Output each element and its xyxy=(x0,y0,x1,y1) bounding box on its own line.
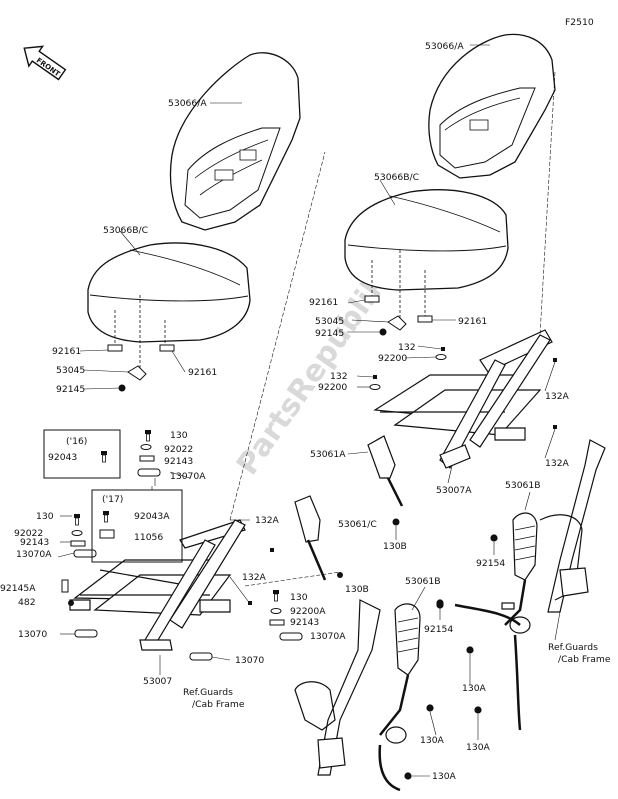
label-92154-m: 92154 xyxy=(424,624,453,635)
label-130a-r: 130A xyxy=(462,683,487,694)
label-92043a: 92043A xyxy=(134,511,170,522)
label-92161-l2: 92161 xyxy=(188,367,217,378)
right-cab-frame xyxy=(539,439,606,613)
label-482: 482 xyxy=(18,597,36,608)
label-92143-m: 92143 xyxy=(290,617,319,628)
year-17-box xyxy=(91,489,183,563)
label-53066bc-right: 53066B/C xyxy=(374,172,419,183)
label-53045-r: 53045 xyxy=(315,316,344,327)
label-53066a-right: 53066/A xyxy=(425,41,464,52)
center-retractor xyxy=(378,599,444,792)
label-92200-r1: 92200 xyxy=(378,353,407,364)
label-130a-r2: 130A xyxy=(466,742,491,753)
label-92145-r: 92145 xyxy=(315,328,344,339)
label-92145-l: 92145 xyxy=(56,384,85,395)
label-92022-l2: 92022 xyxy=(14,528,43,539)
center-cab-frame xyxy=(294,599,381,776)
label-ref-guards-left-1: Ref.Guards xyxy=(183,687,233,698)
label-92143-l: 92143 xyxy=(164,456,193,467)
label-53066bc-left: 53066B/C xyxy=(103,225,148,236)
label-130-m: 130 xyxy=(290,592,308,603)
label-130a-m: 130A xyxy=(420,735,445,746)
label-92022-l: 92022 xyxy=(164,444,193,455)
pin-16-icon xyxy=(100,450,108,463)
label-11056: 11056 xyxy=(134,532,163,543)
label-92154-r: 92154 xyxy=(476,558,505,569)
label-13070-m: 13070 xyxy=(235,655,264,666)
label-92200a: 92200A xyxy=(290,606,326,617)
year-16-box xyxy=(43,429,121,479)
label-13070a-l2: 13070A xyxy=(16,549,52,560)
label-132a-l2: 132A xyxy=(242,572,267,583)
label-130b-m: 130B xyxy=(345,584,369,595)
label-132-r2: 132 xyxy=(330,371,348,382)
label-53066a-left: 53066/A xyxy=(168,98,207,109)
label-132-r: 132 xyxy=(398,342,416,353)
right-seat-clips xyxy=(364,295,433,336)
center-seat-belt-buckle xyxy=(294,495,327,581)
label-year-17: ('17) xyxy=(102,494,123,505)
left-leader-lines xyxy=(57,102,341,675)
right-leader-lines xyxy=(347,44,561,777)
right-retractor xyxy=(436,512,538,731)
label-ref-guards-right-2: /Cab Frame xyxy=(558,654,611,665)
left-seat-clips xyxy=(107,344,175,392)
label-132a-l1: 132A xyxy=(255,515,280,526)
left-seat-cushion xyxy=(87,242,251,343)
label-13070a-m: 13070A xyxy=(310,631,346,642)
label-130a-b: 130A xyxy=(432,771,457,782)
label-ref-guards-left-2: /Cab Frame xyxy=(192,699,245,710)
right-seat-frame xyxy=(373,329,553,469)
label-130b-r: 130B xyxy=(383,541,407,552)
label-92161-r1: 92161 xyxy=(309,297,338,308)
label-year-16: ('16) xyxy=(66,436,87,447)
label-53061b-m: 53061B xyxy=(405,576,441,587)
label-92200-r2: 92200 xyxy=(318,382,347,393)
label-130-l2: 130 xyxy=(36,511,54,522)
pin-17-icon xyxy=(99,510,115,539)
label-53045-l: 53045 xyxy=(56,365,85,376)
label-92143-l2: 92143 xyxy=(20,537,49,548)
left-fasteners xyxy=(61,429,274,661)
label-92161-l1: 92161 xyxy=(52,346,81,357)
label-53061b-r: 53061B xyxy=(505,480,541,491)
right-seat-brackets xyxy=(371,250,426,320)
label-132a-r2: 132A xyxy=(545,458,570,469)
left-seat-back xyxy=(169,52,301,231)
left-seat-brackets xyxy=(114,295,166,370)
label-132a-r1: 132A xyxy=(545,391,570,402)
right-seat-cushion xyxy=(344,189,509,291)
label-53007a: 53007A xyxy=(436,485,472,496)
right-seat-back xyxy=(428,33,556,179)
diagram-code: F2510 xyxy=(565,17,594,28)
right-seat-belt-buckle xyxy=(367,435,404,507)
label-92043: 92043 xyxy=(48,452,77,463)
label-53007: 53007 xyxy=(143,676,172,687)
left-seat-frame xyxy=(69,519,246,651)
label-13070-l: 13070 xyxy=(18,629,47,640)
label-53061c: 53061/C xyxy=(338,519,377,530)
center-fasteners xyxy=(269,572,343,641)
label-130-l: 130 xyxy=(170,430,188,441)
label-53061a: 53061A xyxy=(310,449,346,460)
label-92161-r2: 92161 xyxy=(458,316,487,327)
label-13070a-l1: 13070A xyxy=(170,471,206,482)
label-ref-guards-right-1: Ref.Guards xyxy=(548,642,598,653)
front-arrow-icon: FRONT xyxy=(23,45,67,81)
label-92145a: 92145A xyxy=(0,583,36,594)
